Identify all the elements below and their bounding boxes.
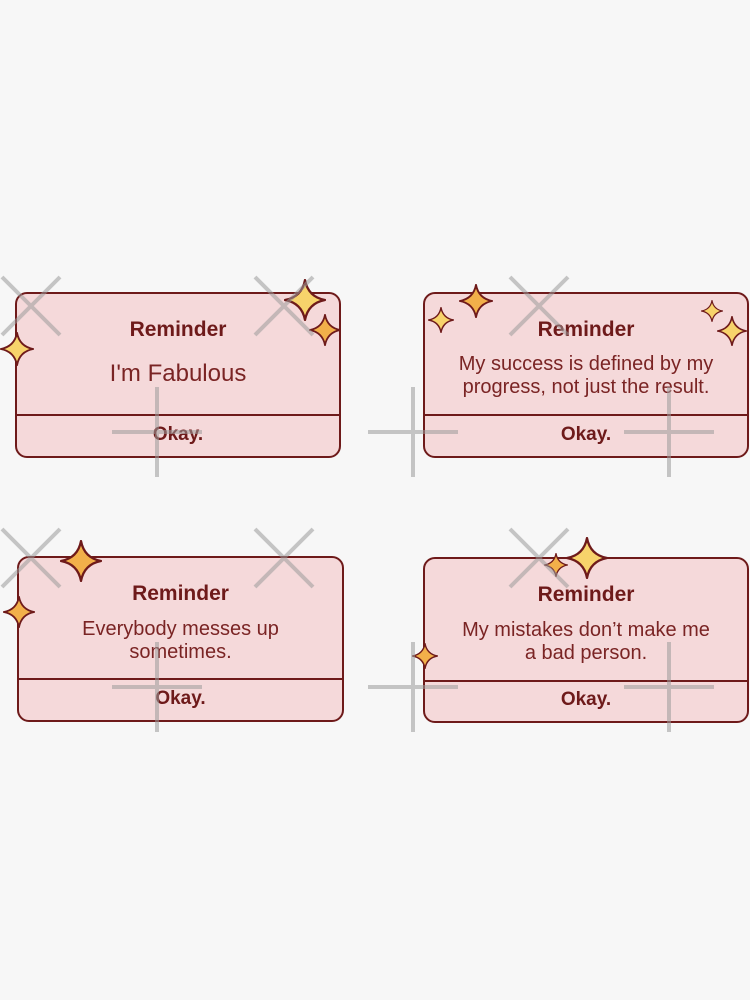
card-title: Reminder <box>537 318 635 341</box>
card-divider <box>425 680 747 682</box>
sparkle-icon <box>544 551 568 579</box>
sparkle-icon <box>428 305 454 335</box>
okay-button[interactable]: Okay. <box>560 689 612 710</box>
card-message: I'm Fabulous <box>109 360 247 387</box>
sparkle-icon <box>3 594 35 630</box>
card-message: Everybody messes up sometimes. <box>82 618 279 663</box>
sparkle-icon <box>309 312 341 348</box>
okay-button[interactable]: Okay. <box>560 424 612 445</box>
okay-button[interactable]: Okay. <box>155 688 206 709</box>
sparkle-icon <box>717 314 747 348</box>
card-title: Reminder <box>537 583 635 606</box>
sparkle-icon <box>566 534 608 582</box>
sparkle-icon <box>412 641 438 671</box>
sparkle-icon <box>0 330 34 368</box>
card-title: Reminder <box>132 582 229 605</box>
card-message: My mistakes don’t make me a bad person. <box>462 619 710 664</box>
card-divider <box>425 414 747 416</box>
sparkle-icon <box>459 282 493 320</box>
okay-button[interactable]: Okay. <box>152 424 204 445</box>
card-title: Reminder <box>129 318 227 341</box>
sparkle-icon <box>60 537 102 585</box>
card-message: My success is defined by my progress, no… <box>458 353 714 398</box>
